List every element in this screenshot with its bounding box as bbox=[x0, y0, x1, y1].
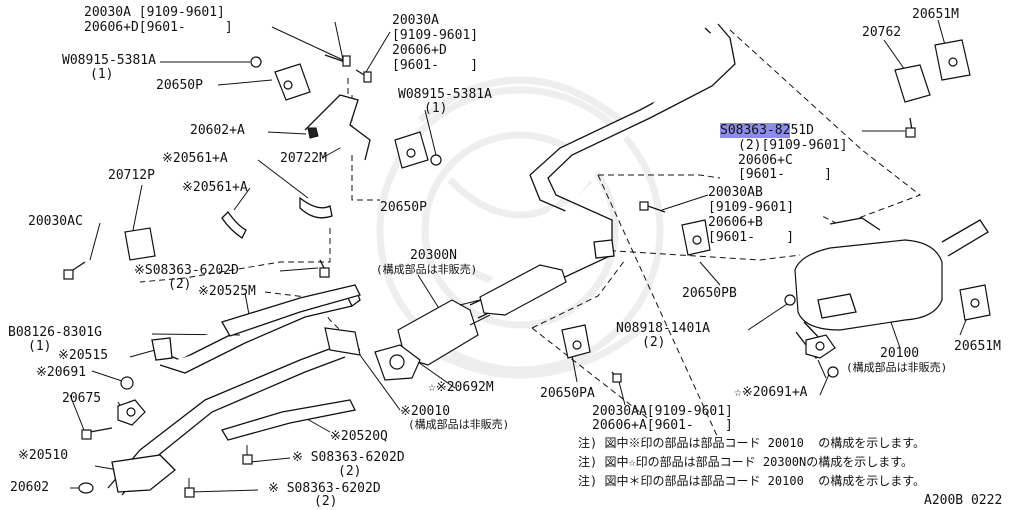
fasteners bbox=[63, 54, 916, 498]
heat-shields bbox=[111, 284, 361, 493]
label-date-d: [9601- ] bbox=[738, 167, 832, 182]
muffler-20100 bbox=[794, 217, 989, 360]
label-20712P: 20712P bbox=[108, 168, 155, 183]
diagram-code: A200B 0222 bbox=[924, 493, 1003, 508]
label-date-e: [9109-9601] bbox=[708, 200, 795, 215]
label-bolt-08126: B08126-8301G bbox=[8, 325, 102, 340]
label-20561A-b: ※20561+A bbox=[182, 180, 248, 195]
label-20762: 20762 bbox=[862, 25, 902, 40]
label-20691: ※20691 bbox=[36, 365, 87, 380]
exhaust-pipe-assembly bbox=[107, 23, 736, 496]
assembly-outline-lines bbox=[139, 29, 922, 439]
label-20561A: ※20561+A bbox=[162, 151, 228, 166]
label-20510: ※20510 bbox=[18, 448, 69, 463]
label-20030AB: 20030AB bbox=[708, 185, 763, 200]
label-20300N-note: (構成部品は非販売) bbox=[376, 263, 478, 276]
label-20650PB: 20650PB bbox=[682, 286, 737, 301]
flanges-gaskets bbox=[117, 294, 839, 426]
label-20722M: 20722M bbox=[280, 151, 327, 166]
label-qty-2: (2) bbox=[168, 277, 192, 292]
label-20606C: 20606+C bbox=[738, 153, 793, 168]
label-qty-2-b: (2) bbox=[338, 464, 362, 479]
label-20030AA: 20030AA[9109-9601] bbox=[592, 404, 733, 419]
label-date-f: [9601- ] bbox=[708, 230, 795, 245]
brackets-clamps bbox=[124, 94, 615, 361]
label-20651M-b: 20651M bbox=[954, 339, 1001, 354]
label-20675: 20675 bbox=[62, 391, 102, 406]
rubber-hangers bbox=[274, 39, 991, 359]
label-qty-1-c: (1) bbox=[28, 339, 52, 354]
label-date-b: [9109-9601] bbox=[392, 28, 479, 43]
label-20651M: 20651M bbox=[912, 7, 959, 22]
note-line-3: 注) 図中＊印の部品は部品コード 20100 の構成を示します。 bbox=[578, 474, 926, 488]
label-20525M: ※20525M bbox=[198, 284, 256, 299]
label-20030A-b: 20030A bbox=[392, 13, 439, 28]
label-20602: 20602 bbox=[10, 480, 50, 495]
label-bolt-08363-c: ※ S08363-6202D bbox=[268, 481, 381, 496]
label-20100-note: (構成部品は非販売) bbox=[846, 361, 948, 374]
label-qty-1: (1) bbox=[90, 67, 114, 82]
label-20030A: 20030A [9109-9601] bbox=[84, 5, 225, 20]
label-qty-1-b: (1) bbox=[424, 101, 448, 116]
label-20650P: 20650P bbox=[156, 78, 203, 93]
label-20606D-b: 20606+D bbox=[392, 43, 447, 58]
label-20010: ※20010 bbox=[400, 404, 451, 419]
note-line-1: 注) 図中※印の部品は部品コード 20010 の構成を示します。 bbox=[578, 436, 926, 450]
label-date-c: [9601- ] bbox=[392, 58, 479, 73]
label-qty-2-d: (2) bbox=[642, 335, 666, 350]
label-20515: ※20515 bbox=[58, 348, 109, 363]
highlighted-part-number[interactable]: S08363-82 bbox=[720, 123, 791, 138]
note-line-2: 注) 図中☆印の部品は部品コード 20300Nの構成を示します。 bbox=[578, 455, 914, 469]
label-qty-2-c: (2) bbox=[314, 494, 338, 509]
label-bolt-08363: ※S08363-6202D bbox=[134, 263, 239, 278]
label-washer-08915: W08915-5381A bbox=[62, 53, 156, 68]
label-20650P-b: 20650P bbox=[380, 200, 427, 215]
label-20602A: 20602+A bbox=[190, 123, 245, 138]
label-washer-08915-b: W08915-5381A bbox=[398, 87, 492, 102]
label-bolt-08363-b: ※ S08363-6202D bbox=[292, 450, 405, 465]
label-20692M: ☆※20692M bbox=[428, 380, 494, 395]
label-qty-date: (2)[9109-9601] bbox=[738, 138, 848, 153]
leader-lines bbox=[69, 19, 971, 493]
label-nut-08918: N08918-1401A bbox=[616, 321, 710, 336]
label-20606D: 20606+D[9601- ] bbox=[84, 20, 233, 35]
label-20030AC: 20030AC bbox=[28, 214, 83, 229]
label-20606B: 20606+B bbox=[708, 215, 763, 230]
label-20606A: 20606+A[9601- ] bbox=[592, 418, 733, 433]
label-20010-note: (構成部品は非販売) bbox=[408, 418, 510, 431]
label-20300N: 20300N bbox=[410, 248, 457, 263]
label-bolt-08363-82: S08363-8251D bbox=[720, 123, 814, 138]
label-20100: 20100 bbox=[880, 346, 920, 361]
label-20691A: ☆※20691+A bbox=[734, 385, 808, 400]
resonator-20300N bbox=[397, 264, 567, 366]
label-20520Q: ※20520Q bbox=[330, 429, 388, 444]
label-20650PA: 20650PA bbox=[540, 386, 595, 401]
part-number-suffix: 51D bbox=[790, 123, 814, 138]
